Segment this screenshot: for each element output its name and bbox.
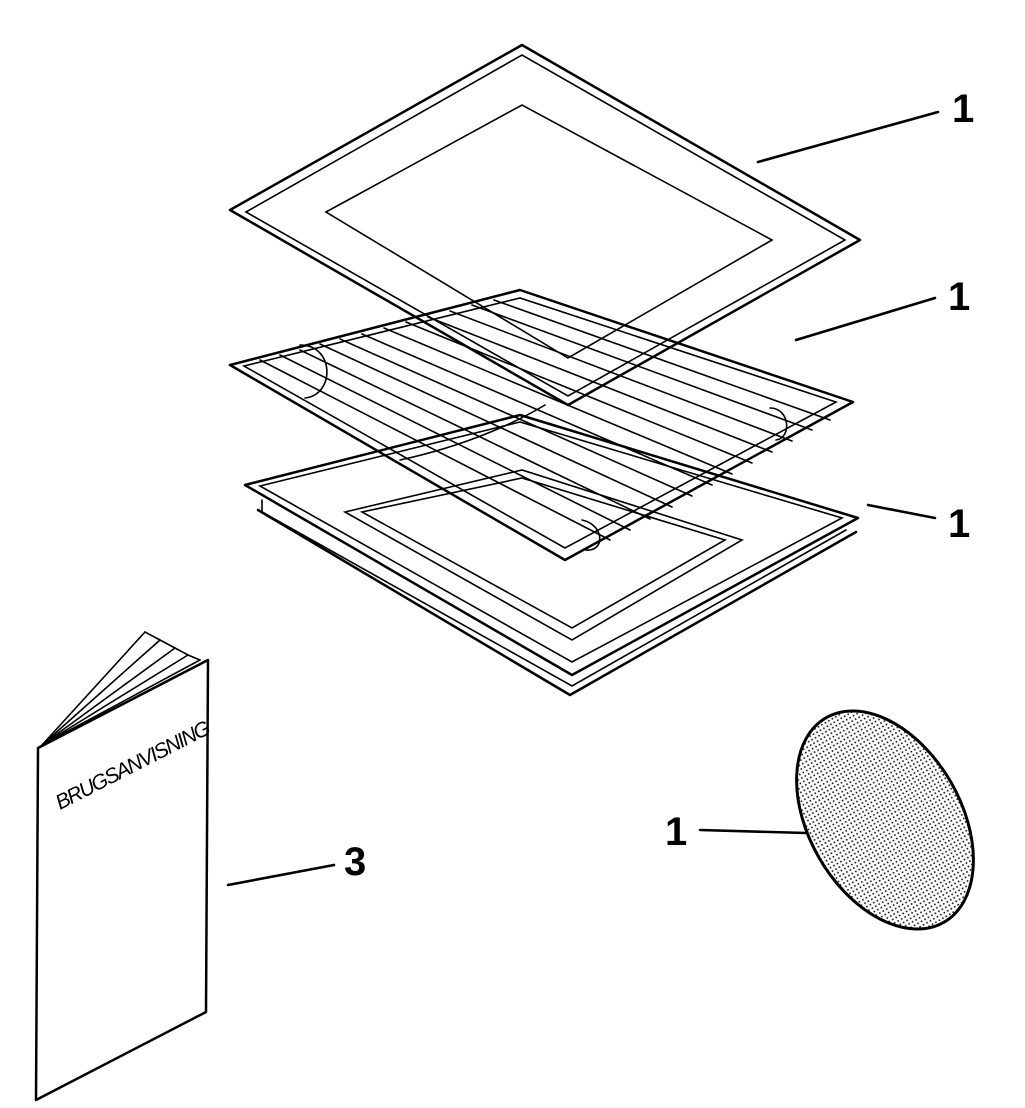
callout-manual: 3 (344, 840, 366, 884)
wire-rack (228, 288, 855, 562)
callout-wire-rack: 1 (948, 275, 970, 319)
round-filter (795, 709, 975, 931)
leader-lines (226, 110, 940, 887)
callout-baking-pan: 1 (948, 502, 970, 546)
glass-tray (228, 43, 862, 407)
callout-filter: 1 (665, 810, 687, 854)
instruction-manual: BRUGSANVISNING (34, 631, 214, 1102)
baking-pan (243, 413, 860, 697)
manual-cover-title: BRUGSANVISNING (52, 717, 214, 815)
callout-glass-tray: 1 (952, 87, 974, 131)
